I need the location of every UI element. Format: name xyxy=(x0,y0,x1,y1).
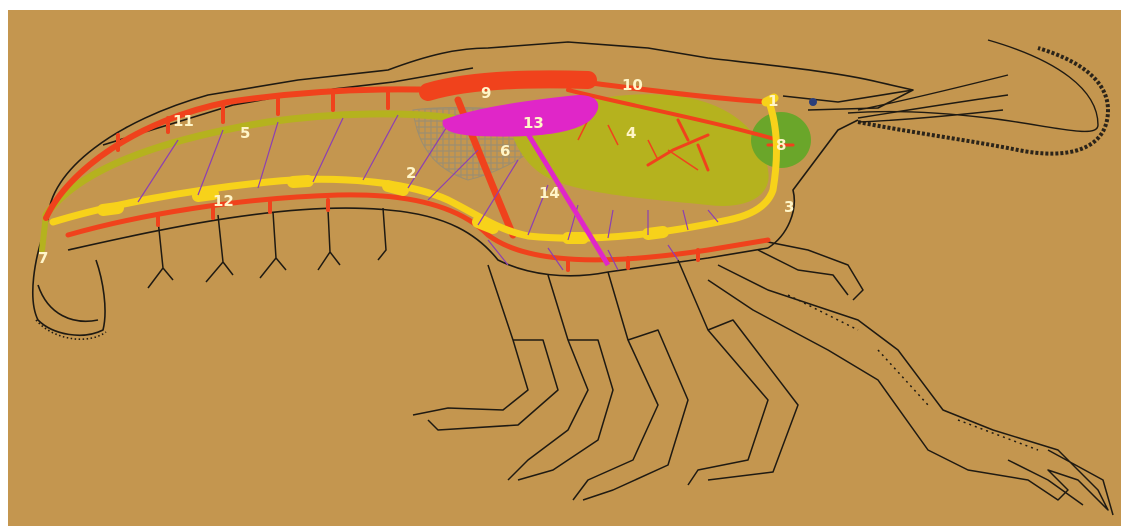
label-3: 3 xyxy=(784,198,794,216)
label-10: 10 xyxy=(622,76,643,94)
label-5: 5 xyxy=(240,124,250,142)
label-12: 12 xyxy=(213,192,234,210)
eye xyxy=(809,98,817,106)
label-9: 9 xyxy=(481,84,491,102)
label-4: 4 xyxy=(626,124,636,142)
label-11: 11 xyxy=(173,112,194,130)
label-1: 1 xyxy=(768,92,778,110)
label-14: 14 xyxy=(539,184,560,202)
label-8: 8 xyxy=(776,136,786,154)
label-13: 13 xyxy=(523,114,544,132)
crayfish-anatomy-panel: 1 2 3 4 5 6 7 8 9 10 11 12 13 14 xyxy=(8,10,1121,526)
label-2: 2 xyxy=(406,164,416,182)
label-7: 7 xyxy=(38,249,48,267)
crayfish-anatomy-diagram: 1 2 3 4 5 6 7 8 9 10 11 12 13 14 xyxy=(8,10,1121,526)
label-6: 6 xyxy=(500,142,510,160)
